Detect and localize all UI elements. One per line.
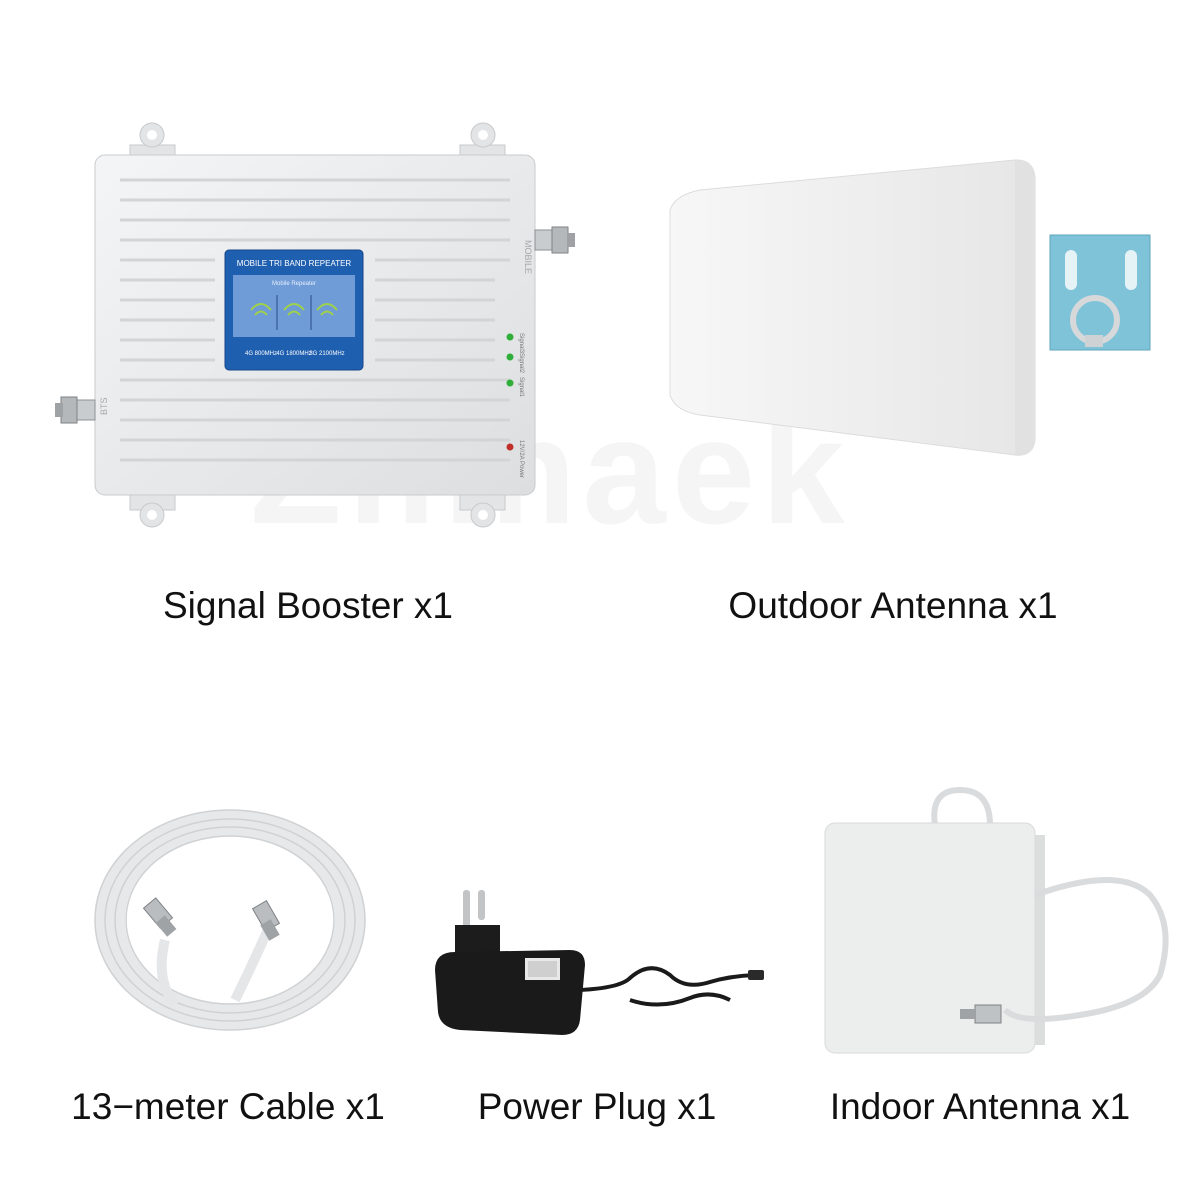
- indoor-antenna-caption: Indoor Antenna x1: [829, 1086, 1131, 1127]
- bts-port-connector: [55, 396, 96, 424]
- power-spec-label: 12V/2A: [518, 440, 524, 460]
- power-plug-caption: Power Plug x1: [477, 1086, 717, 1127]
- signal-booster-image: MOBILE TRI BAND REPEATER Mobile Repeater…: [55, 122, 575, 528]
- signal-booster-caption: Signal Booster x1: [162, 585, 454, 626]
- mobile-port-label: MOBILE: [523, 240, 533, 274]
- signal1-led: [506, 379, 514, 387]
- signal2-led: [506, 353, 514, 361]
- cable-caption: 13−meter Cable x1: [71, 1086, 385, 1127]
- power-label: Power: [518, 461, 524, 478]
- band-label-3: 3G 2100MHz: [309, 351, 344, 357]
- signal3-led: [506, 333, 514, 341]
- power-plug-image: [435, 890, 764, 1035]
- cable-image: [94, 809, 366, 1031]
- panel-subtitle: Mobile Repeater: [272, 281, 316, 287]
- bts-port-label: BTS: [99, 397, 109, 415]
- mobile-port-connector: [534, 226, 575, 254]
- panel-title: MOBILE TRI BAND REPEATER: [237, 259, 352, 268]
- cable-connector-left: [142, 897, 177, 937]
- outdoor-antenna-image: [669, 159, 1151, 456]
- led-label-signal1: Signal1: [518, 377, 524, 398]
- led-label-signal3: Signal3: [518, 333, 524, 354]
- cable-connector-right: [251, 900, 281, 941]
- led-label-signal2: Signal2: [518, 353, 524, 374]
- band-label-1: 4G 800MHz: [245, 351, 277, 357]
- power-led: [506, 443, 514, 451]
- indoor-antenna-connector: [960, 1004, 1002, 1024]
- outdoor-antenna-caption: Outdoor Antenna x1: [728, 585, 1058, 626]
- band-label-2: 4G 1800MHz: [276, 351, 311, 357]
- indoor-antenna-image: [824, 786, 1169, 1054]
